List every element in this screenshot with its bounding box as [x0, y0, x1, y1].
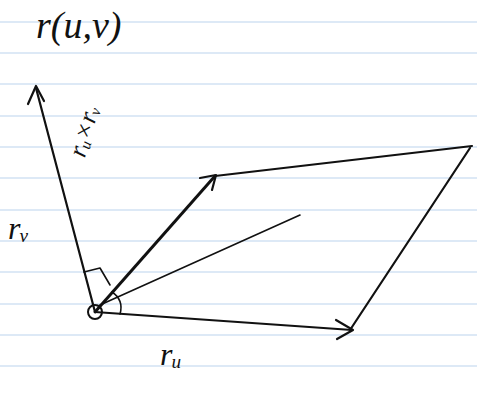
normal-vector-label: rᵤ×rᵥ — [65, 102, 105, 160]
ru-label: rᵤ — [160, 338, 182, 370]
position-label: r(u,v) — [36, 6, 121, 44]
rv-label: rᵥ — [8, 212, 29, 244]
